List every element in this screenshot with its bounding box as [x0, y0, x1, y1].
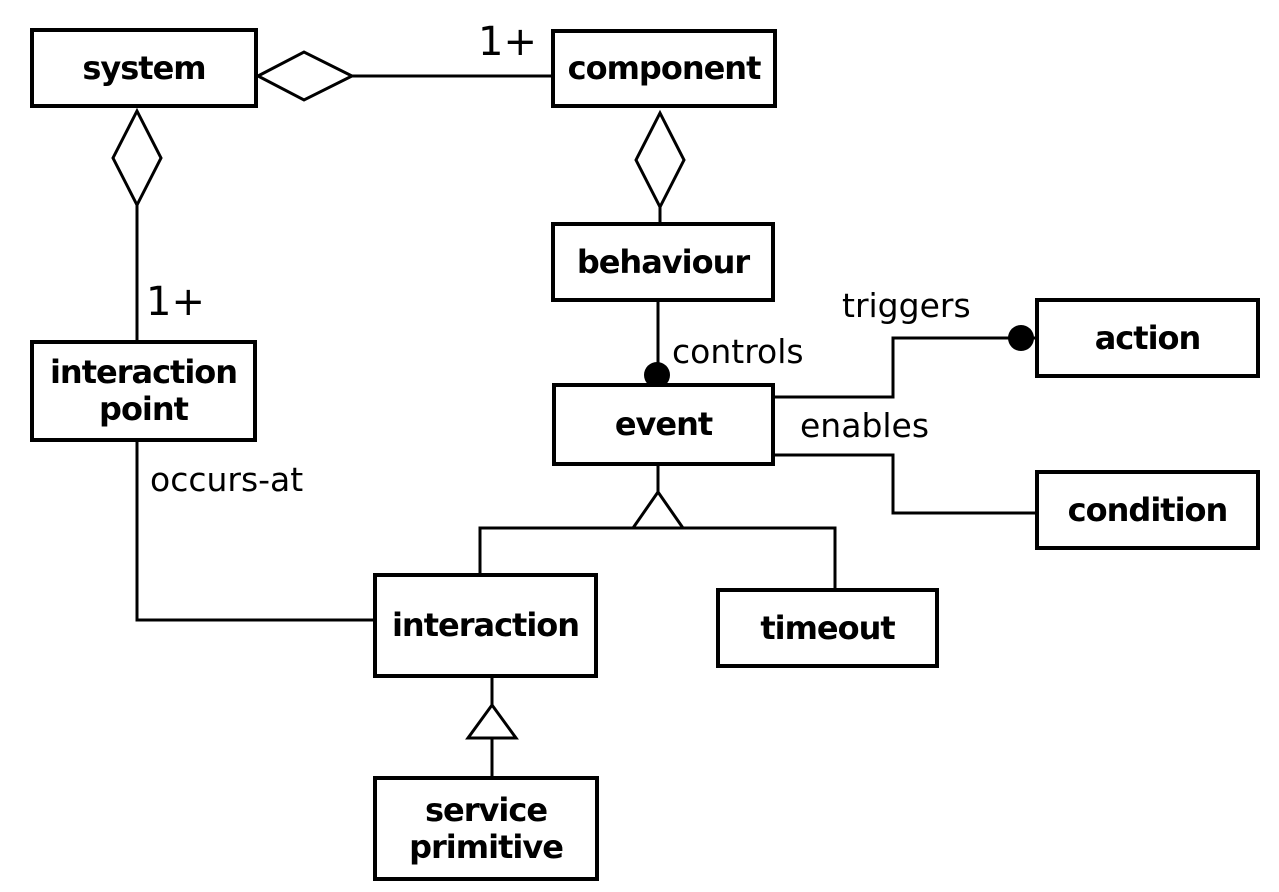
node-component: component — [551, 29, 777, 108]
edge-event-condition — [773, 453, 1037, 515]
node-event: event — [552, 383, 775, 466]
multiplicity-label-component: 1+ — [478, 19, 537, 65]
filled-dot-triggers — [1008, 325, 1034, 351]
aggregation-diamond-system-component — [254, 50, 356, 102]
multiplicity-label-interaction-point: 1+ — [146, 279, 205, 325]
edge-label-controls: controls — [672, 332, 804, 371]
node-system: system — [30, 28, 258, 108]
node-interaction-point: interaction point — [30, 340, 257, 442]
aggregation-diamond-component-behaviour — [634, 109, 686, 211]
aggregation-diamond-system-interaction-point — [111, 107, 163, 209]
filled-dot-controls — [644, 362, 670, 388]
edge-event-action — [773, 336, 1035, 399]
edge-label-enables: enables — [800, 406, 930, 445]
node-action: action — [1035, 298, 1260, 378]
generalization-triangle-event — [630, 489, 686, 530]
node-timeout: timeout — [716, 588, 939, 668]
node-condition: condition — [1035, 470, 1260, 550]
edge-interaction-point-interaction — [135, 441, 375, 622]
edge-label-triggers: triggers — [842, 286, 971, 325]
node-interaction: interaction — [373, 573, 598, 678]
node-service-primitive: service primitive — [373, 776, 599, 881]
generalization-triangle-interaction — [465, 702, 519, 740]
edge-label-occurs-at: occurs-at — [150, 460, 304, 499]
node-behaviour: behaviour — [551, 222, 775, 302]
